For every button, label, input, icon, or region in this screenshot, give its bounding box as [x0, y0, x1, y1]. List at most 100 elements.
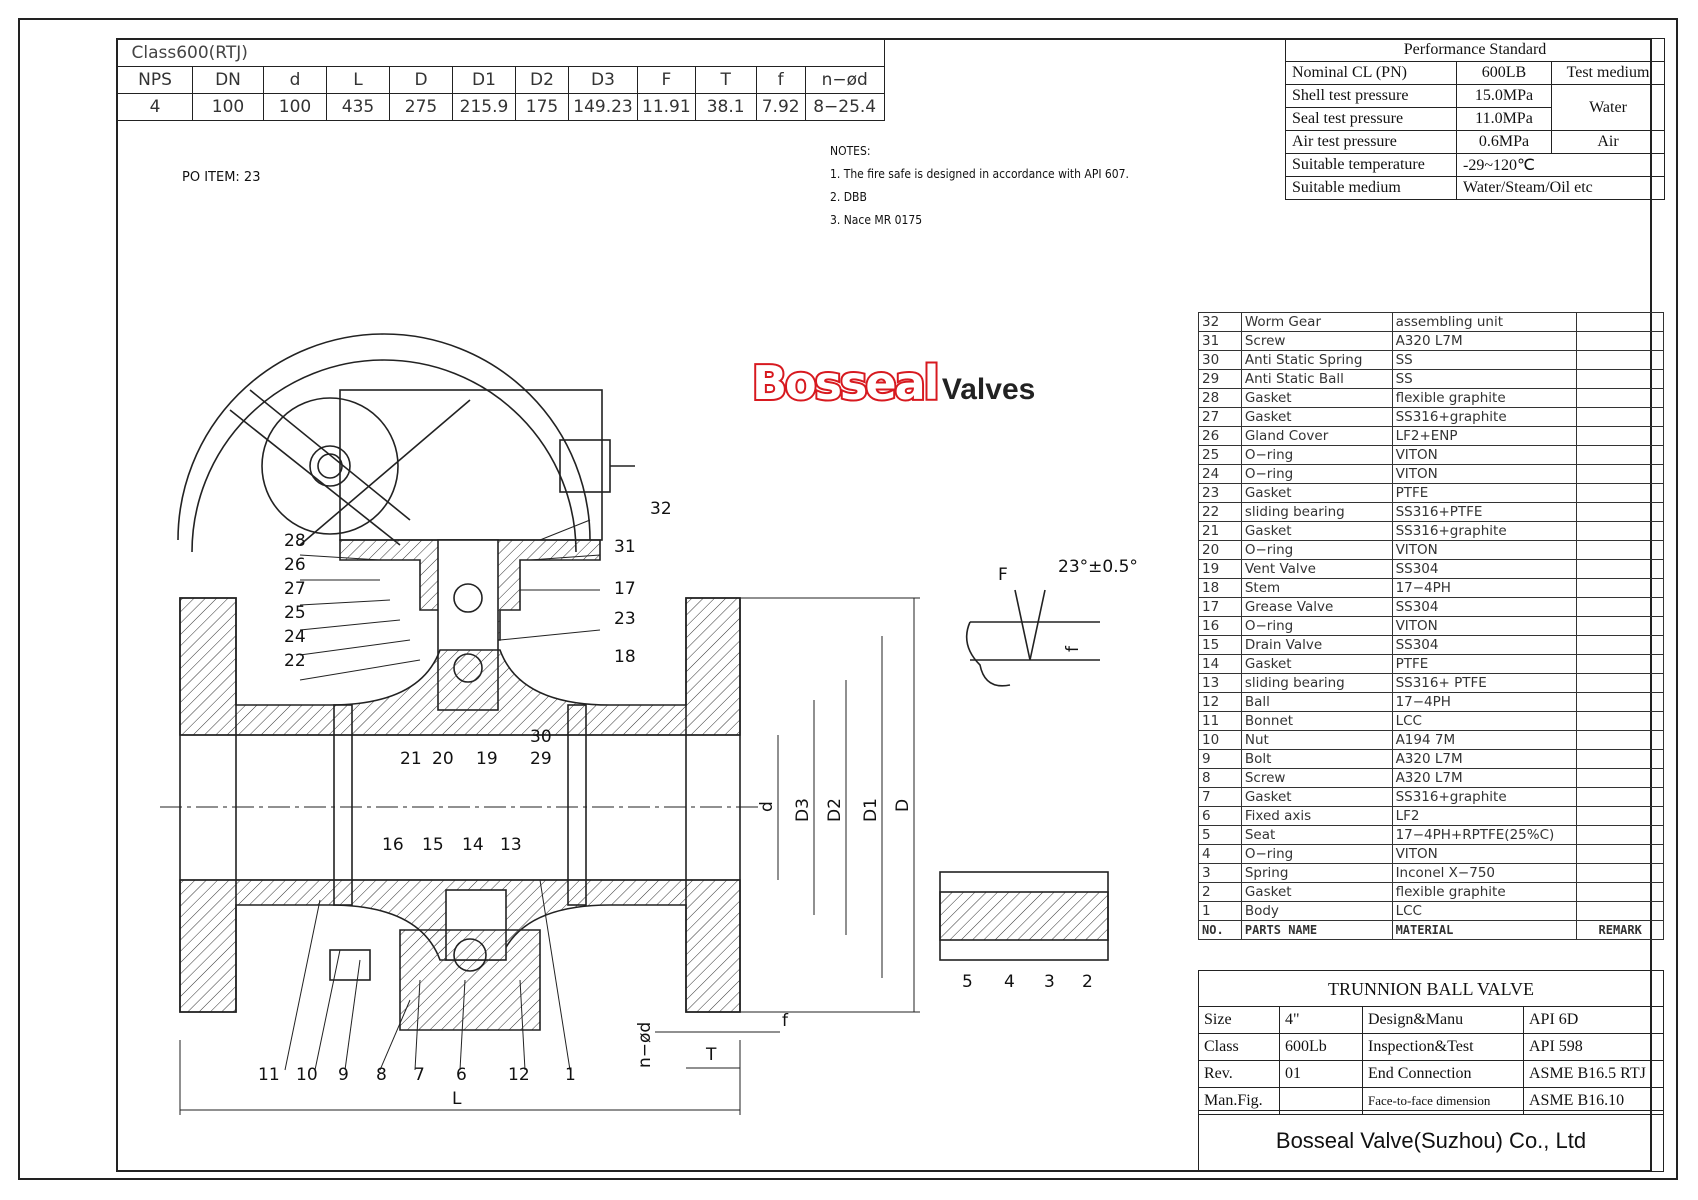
- part-material: flexible graphite: [1391, 388, 1578, 408]
- callout-22: 22: [284, 651, 306, 671]
- bosseal-logo: Bosseal Valves: [750, 354, 1036, 412]
- part-number: 31: [1198, 331, 1242, 351]
- perf-value: 11.0MPa: [1456, 107, 1552, 131]
- perf-label: Suitable medium: [1285, 176, 1457, 200]
- part-name: Vent Valve: [1240, 559, 1393, 579]
- perf-medium: Air: [1551, 130, 1665, 154]
- part-number: 17: [1198, 597, 1242, 617]
- dim-header: NPS: [117, 66, 193, 94]
- part-number: 23: [1198, 483, 1242, 503]
- part-material: SS316+ PTFE: [1391, 673, 1578, 693]
- part-material: assembling unit: [1391, 312, 1578, 332]
- stem-detail: [453, 583, 483, 613]
- callout-24: 24: [284, 627, 306, 647]
- gear-hub: [309, 445, 351, 487]
- callout-4: 4: [1004, 972, 1015, 992]
- callout-32: 32: [650, 499, 672, 519]
- dim-label-F: F: [998, 565, 1008, 585]
- logo-word-valves: Valves: [941, 373, 1036, 406]
- groove-break: [965, 621, 1011, 687]
- part-material: 17−4PH: [1391, 692, 1578, 712]
- dimension-table: Class600(RTJ) NPS DN d L D D1 D2 D3 F T …: [117, 40, 885, 121]
- perf-value: Water/Steam/Oil etc: [1456, 176, 1665, 200]
- lower-trunnion-hole: [453, 938, 487, 972]
- perf-label: Suitable temperature: [1285, 153, 1457, 177]
- callout-31: 31: [614, 537, 636, 557]
- gearbox-housing: [339, 389, 603, 541]
- dim-label-D: D: [893, 799, 913, 812]
- dim-label-nd: n−ød: [635, 1022, 655, 1068]
- gear-hub-inner: [317, 453, 343, 479]
- performance-table: Performance Standard Nominal CL (PN) 600…: [1285, 38, 1665, 200]
- dim-label-T: T: [705, 1045, 717, 1065]
- part-name: O−ring: [1240, 464, 1393, 484]
- parts-header-row: NO. PARTS NAME MATERIAL REMARK: [1198, 920, 1664, 940]
- callout-1: 1: [565, 1065, 576, 1085]
- groove-detail: [970, 589, 1100, 661]
- dim-header: D1: [452, 66, 516, 94]
- callout-18: 18: [614, 647, 636, 667]
- part-number: 21: [1198, 521, 1242, 541]
- dim-header: F: [637, 66, 696, 94]
- part-number: 29: [1198, 369, 1242, 389]
- callout-28: 28: [284, 531, 306, 551]
- perf-label: Shell test pressure: [1285, 84, 1457, 108]
- dim-value: 4: [117, 93, 193, 121]
- bottom-cover: [399, 929, 541, 1031]
- callout-29: 29: [530, 749, 552, 769]
- callout-11: 11: [258, 1065, 280, 1085]
- parts-header-remark: REMARK: [1576, 920, 1664, 940]
- part-material: VITON: [1391, 445, 1578, 465]
- dim-value: 435: [326, 93, 390, 121]
- dim-value: 175: [515, 93, 569, 121]
- callout-21: 21: [400, 749, 422, 769]
- perf-medium-water: Water: [1551, 84, 1665, 131]
- seat-right: [567, 704, 587, 906]
- part-material: A320 L7M: [1391, 768, 1578, 788]
- dim-label-groove-f: f: [1063, 645, 1083, 652]
- callout-7: 7: [414, 1065, 425, 1085]
- part-name: Bonnet: [1240, 711, 1393, 731]
- note-item: 1. The fire safe is designed in accordan…: [830, 167, 1129, 181]
- performance-row: Seal test pressure 11.0MPa: [1285, 107, 1665, 131]
- dim-label-D3: D3: [793, 798, 813, 822]
- part-name: Screw: [1240, 768, 1393, 788]
- part-number: 32: [1198, 312, 1242, 332]
- handwheel-rim-outer: [177, 333, 591, 541]
- part-name: O−ring: [1240, 445, 1393, 465]
- dim-label-D1: D1: [861, 798, 881, 822]
- bolt-nut: [329, 949, 371, 981]
- dimension-value-row: 4 100 100 435 275 215.9 175 149.23 11.91…: [117, 93, 885, 121]
- callout-26: 26: [284, 555, 306, 575]
- gear-flange: [261, 397, 399, 535]
- flange-right: [685, 597, 741, 1013]
- part-number: 12: [1198, 692, 1242, 712]
- dim-label-f: f: [782, 1011, 789, 1031]
- drawing-geometry: [160, 333, 1109, 1115]
- part-number: 30: [1198, 350, 1242, 370]
- callout-2: 2: [1082, 972, 1093, 992]
- part-material: SS316+graphite: [1391, 521, 1578, 541]
- handwheel-rim: [191, 359, 577, 553]
- notes-title: NOTES:: [830, 144, 871, 158]
- callout-23: 23: [614, 609, 636, 629]
- tb-cell: Design&Manu: [1362, 1006, 1524, 1034]
- part-name: Anti Static Spring: [1240, 350, 1393, 370]
- callout-8: 8: [376, 1065, 387, 1085]
- dimension-labels: L T f F 23°±0.5° d D3 D2 D1 D n−ød f: [452, 557, 1138, 1109]
- callout-20: 20: [432, 749, 454, 769]
- callout-10: 10: [296, 1065, 318, 1085]
